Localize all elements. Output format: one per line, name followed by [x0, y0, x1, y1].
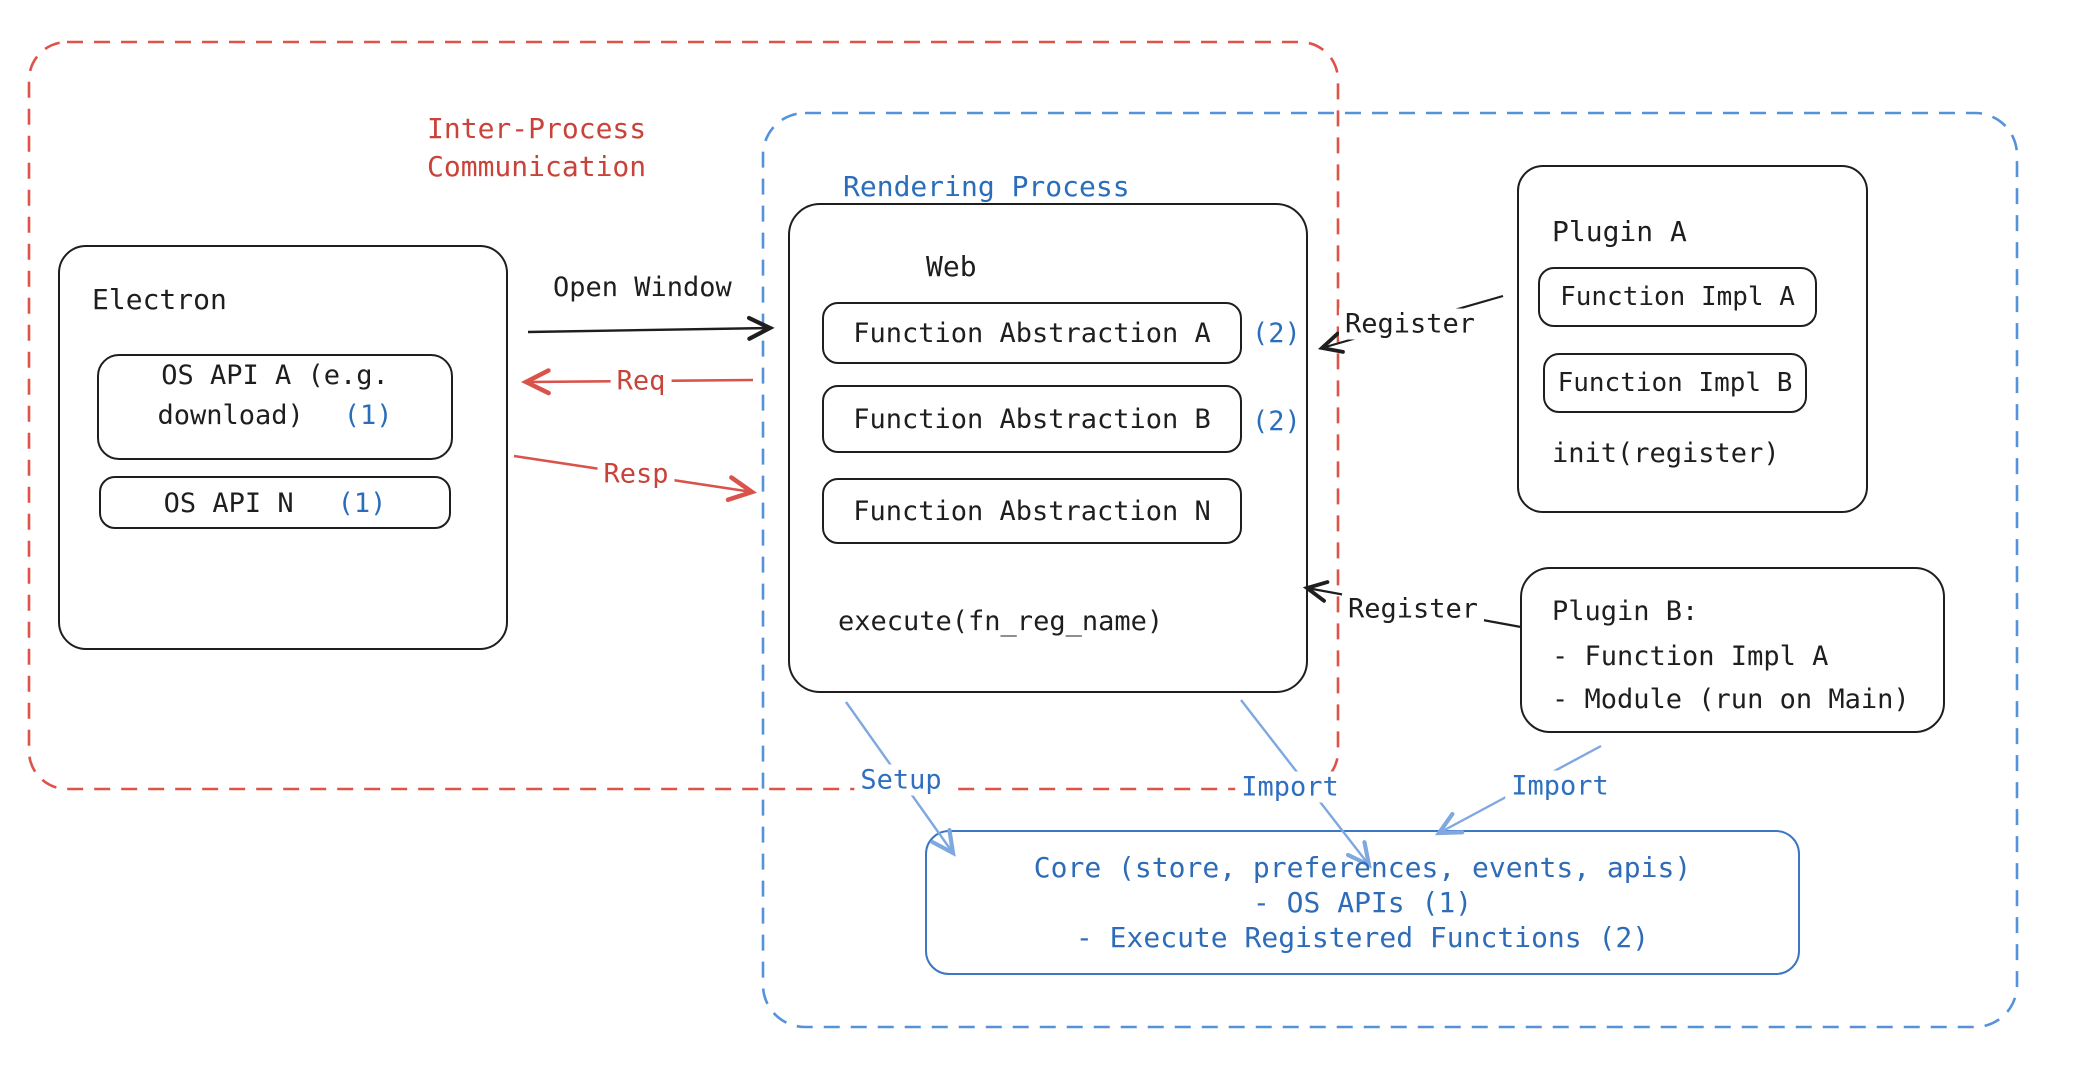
register-plugin-b-label: Register — [1341, 593, 1485, 625]
plugin-b-item2: - Module (run on Main) — [1552, 684, 1910, 715]
os-api-a-badge: (1) — [343, 400, 393, 431]
resp-label: Resp — [597, 458, 675, 490]
os-api-n-box — [99, 476, 451, 529]
web-box — [788, 203, 1308, 693]
fn-abstraction-n-label: Function Abstraction N — [853, 495, 1211, 527]
plugin-a-fn-impl-b-box — [1543, 353, 1807, 413]
fn-abstraction-b-label: Function Abstraction B — [853, 403, 1211, 435]
web-title: Web — [926, 250, 977, 283]
plugin-a-fn-impl-a-box — [1538, 267, 1817, 327]
electron-box — [58, 245, 508, 650]
open-window-label: Open Window — [553, 272, 732, 303]
os-api-a-box — [97, 354, 453, 460]
fn-abstraction-n-box — [822, 478, 1242, 544]
plugin-b-item1: - Function Impl A — [1552, 641, 1829, 672]
plugin-a-init-label: init(register) — [1552, 438, 1780, 469]
fn-abstraction-a-label: Function Abstraction A — [853, 317, 1211, 349]
os-api-a-line2-text: download) — [157, 400, 304, 431]
os-api-n-text: OS API N — [163, 488, 294, 519]
open-window-arrow — [527, 315, 775, 341]
fn-abstraction-a-box — [822, 302, 1242, 364]
fn-abstraction-b-badge: (2) — [1252, 406, 1301, 437]
core-line3: - Execute Registered Functions (2) — [1075, 921, 1650, 954]
plugin-b-title: Plugin B: — [1552, 596, 1699, 627]
os-api-n-badge: (1) — [337, 488, 387, 519]
core-label: Core (store, preferences, events, apis) … — [925, 830, 1800, 975]
plugin-a-fn-impl-b-label: Function Impl B — [1557, 368, 1793, 398]
os-api-a-line2: download) (1) — [97, 400, 453, 431]
import-plugin-b-label: Import — [1505, 770, 1615, 802]
ipc-label-line1: Inter-Process — [427, 112, 647, 145]
core-line1: Core (store, preferences, events, apis) — [1033, 851, 1692, 884]
plugin-b-box — [1520, 567, 1945, 733]
execute-label: execute(fn_reg_name) — [838, 606, 1164, 637]
os-api-n-label: OS API N (1) — [99, 488, 451, 519]
import-web-label: Import — [1235, 771, 1345, 803]
register-plugin-a-label: Register — [1338, 308, 1482, 340]
plugin-a-fn-impl-a-label: Function Impl A — [1560, 282, 1795, 312]
fn-abstraction-a-badge: (2) — [1252, 318, 1301, 349]
electron-title: Electron — [92, 283, 227, 316]
fn-abstraction-b-box — [822, 385, 1242, 453]
plugin-a-title: Plugin A — [1552, 215, 1687, 248]
plugin-a-box — [1517, 165, 1868, 513]
req-label: Req — [610, 365, 672, 397]
os-api-a-line1: OS API A (e.g. — [161, 360, 389, 391]
ipc-label-line2: Communication — [427, 150, 647, 183]
rendering-region-label: Rendering Process — [843, 170, 1130, 203]
setup-label: Setup — [854, 764, 948, 796]
core-line2: - OS APIs (1) — [1252, 886, 1473, 919]
